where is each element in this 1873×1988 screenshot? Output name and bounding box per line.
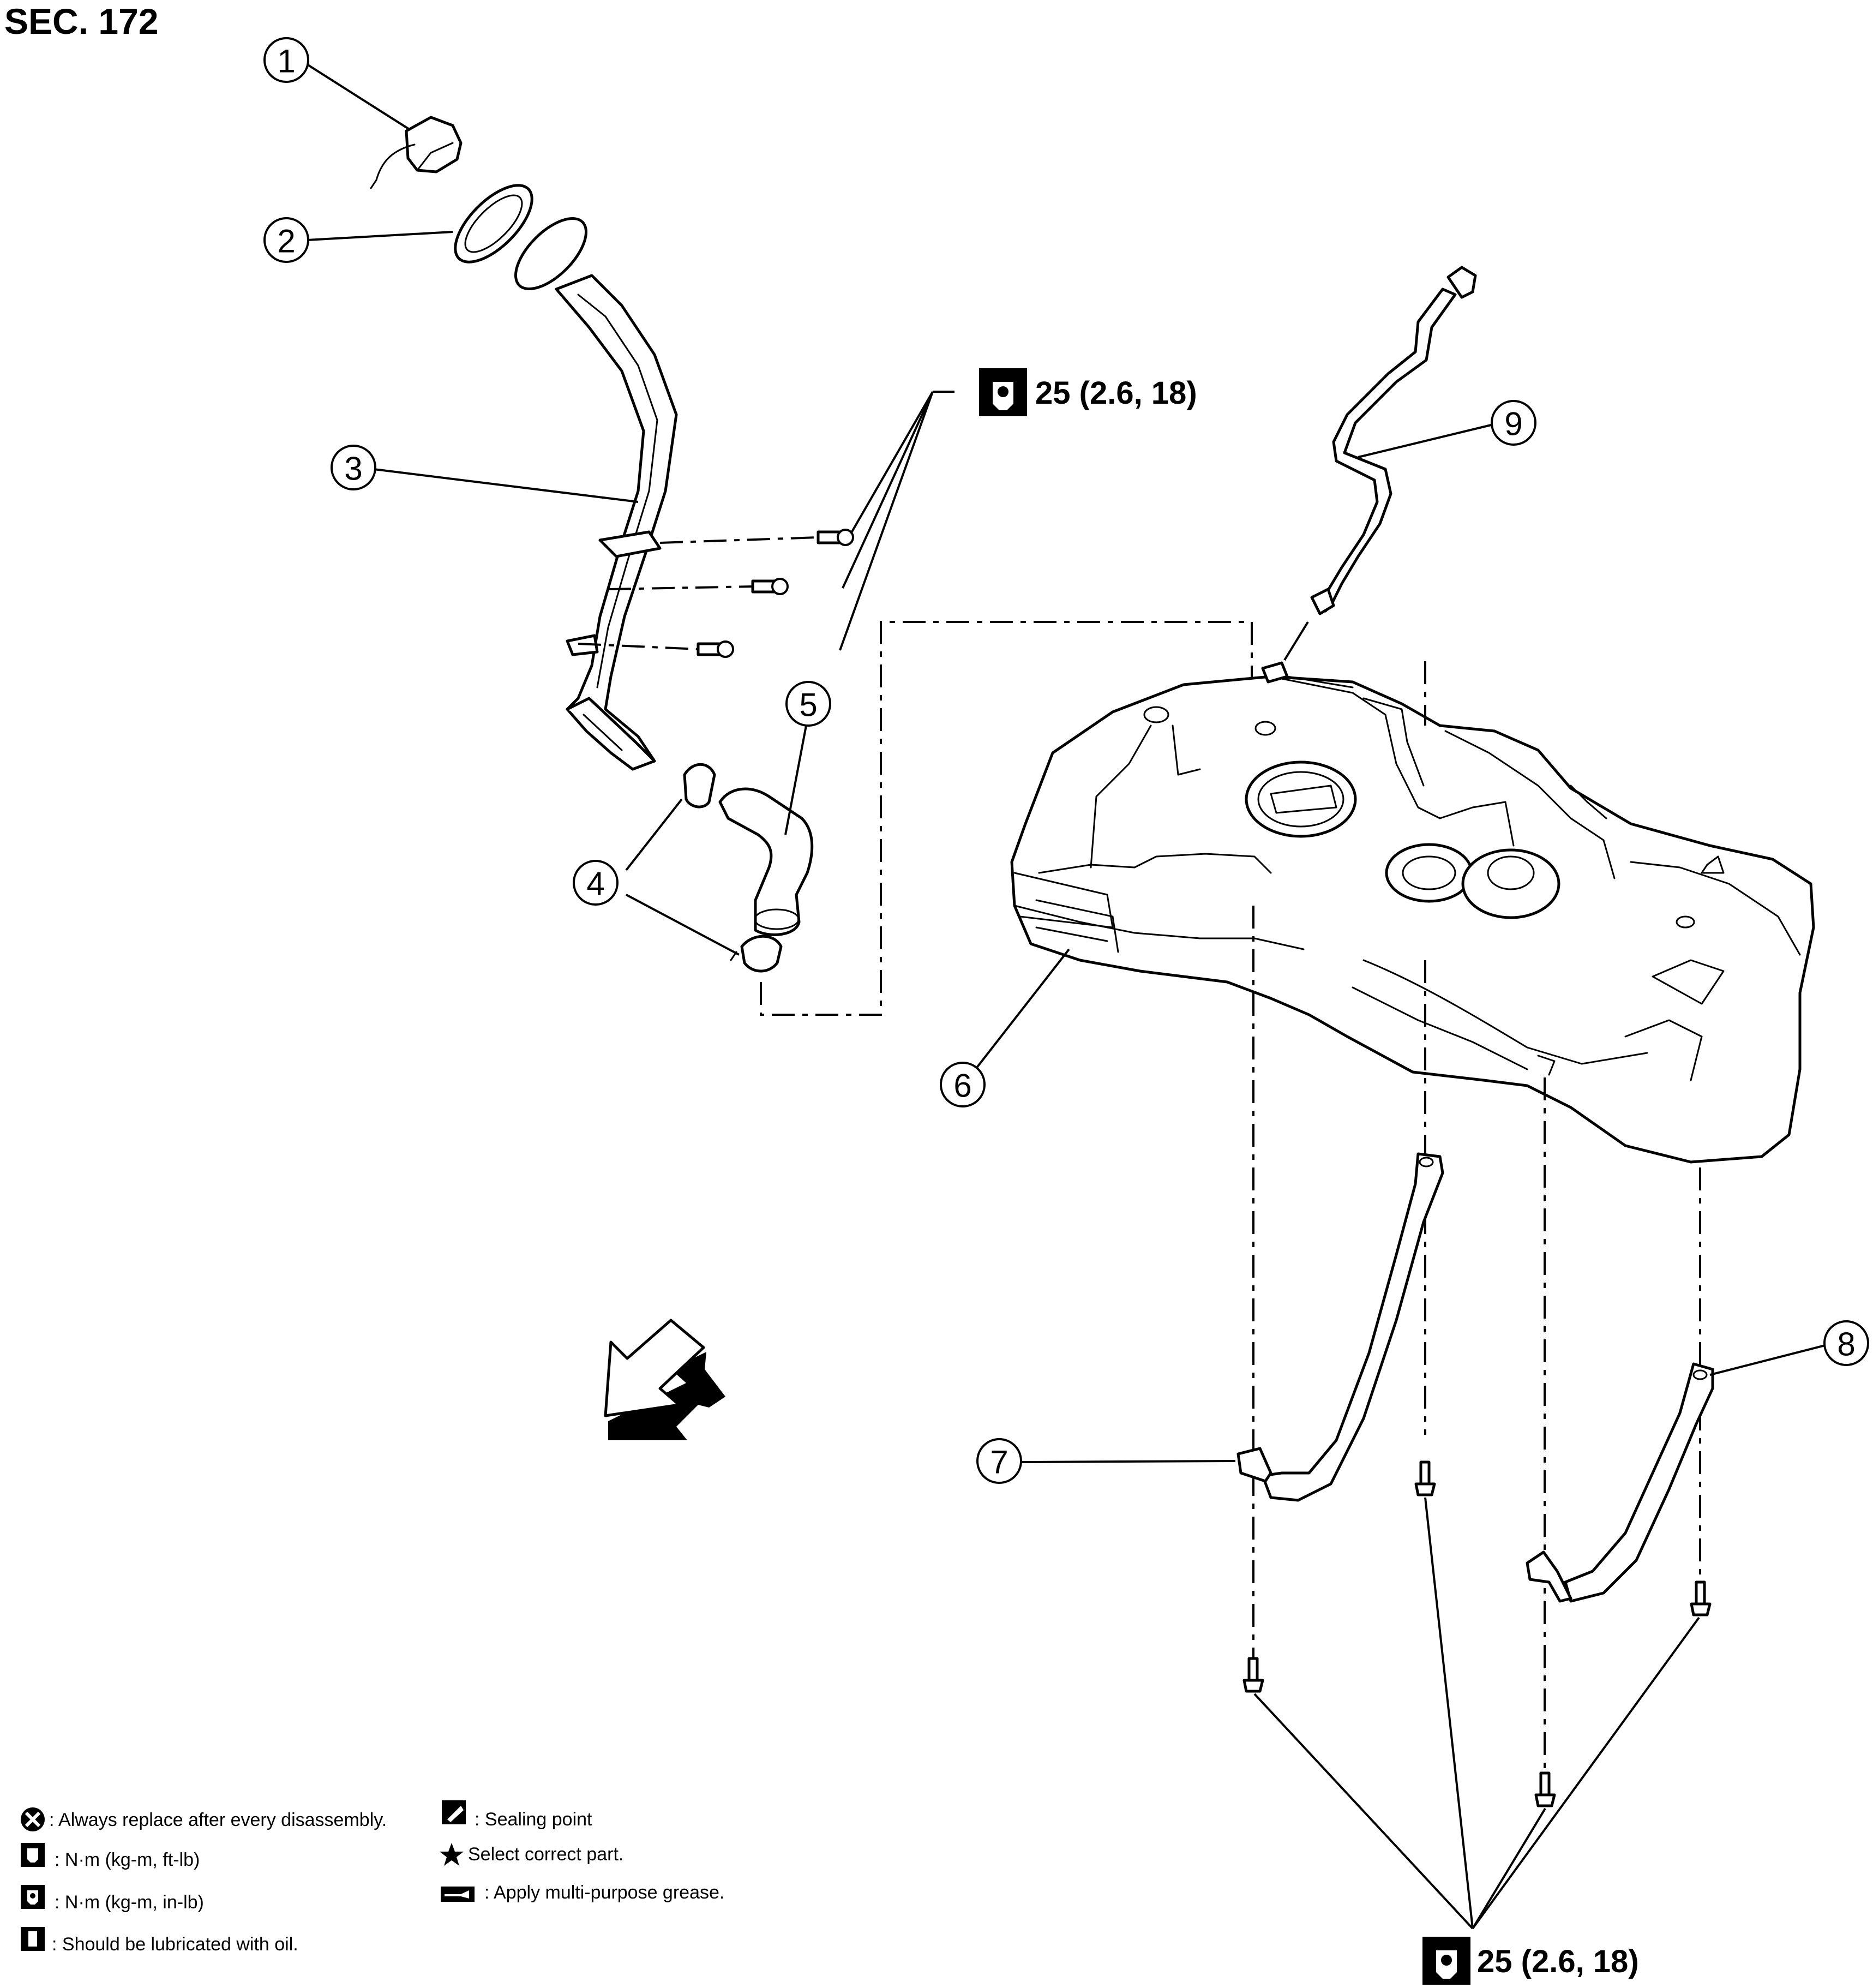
fuel-tank-part: [1010, 661, 1815, 1164]
hose-clamps-part: [683, 763, 783, 973]
legend-oil-text: : Should be lubricated with oil.: [52, 1934, 298, 1955]
oil-can-icon: [21, 1927, 45, 1951]
front-direction-arrow-icon: [604, 1319, 725, 1440]
callout-1: 1: [263, 37, 309, 83]
torque-spec-lower-text: 25 (2.6, 18): [1477, 1944, 1639, 1979]
star-icon: [440, 1843, 464, 1866]
legend-sealing-text: : Sealing point: [475, 1809, 592, 1830]
torque-spec-upper-text: 25 (2.6, 18): [1035, 375, 1197, 411]
svg-text:2: 2: [277, 223, 295, 260]
filler-tube-bolts: [697, 529, 854, 658]
callout-4: 4: [573, 860, 619, 906]
filler-hose-part: [718, 787, 814, 936]
svg-text:6: 6: [953, 1068, 971, 1104]
svg-text:4: 4: [586, 866, 604, 902]
callout-8: 8: [1823, 1320, 1869, 1366]
legend-grease-text: : Apply multi-purpose grease.: [484, 1882, 724, 1903]
svg-text:3: 3: [344, 451, 362, 487]
torque-ftlb-icon: [21, 1843, 45, 1867]
callout-2: 2: [263, 217, 309, 263]
svg-text:5: 5: [799, 687, 817, 723]
filler-gasket-part: [454, 184, 533, 264]
legend-replace-text: : Always replace after every disassembly…: [49, 1810, 387, 1830]
svg-text:7: 7: [990, 1444, 1008, 1481]
sealing-point-icon: [442, 1800, 466, 1824]
callout-5: 5: [785, 681, 831, 727]
mounting-band-right-part: [1526, 1362, 1714, 1603]
vent-tube-part: [1310, 266, 1477, 615]
legend-select-text: Select correct part.: [468, 1844, 623, 1865]
filler-cap-part: [370, 116, 463, 189]
torque-spec-upper: 25 (2.6, 18): [979, 368, 1197, 416]
callout-3: 3: [331, 445, 376, 490]
svg-text:1: 1: [277, 43, 295, 80]
torque-inlb-icon: [21, 1885, 45, 1909]
legend-torque-ftlb-text: : N·m (kg-m, ft-lb): [55, 1849, 200, 1870]
callout-9: 9: [1491, 400, 1536, 446]
band-bolts: [1242, 1460, 1712, 1807]
svg-text:8: 8: [1837, 1326, 1855, 1363]
svg-text:9: 9: [1504, 406, 1522, 442]
section-title: SEC. 172: [4, 1, 159, 41]
grease-icon: [441, 1887, 475, 1902]
callout-6: 6: [940, 1062, 986, 1107]
torque-spec-lower: 25 (2.6, 18): [1422, 1937, 1639, 1985]
replace-x-icon: [21, 1807, 45, 1831]
legend: : Always replace after every disassembly…: [21, 1800, 724, 1955]
legend-torque-inlb-text: : N·m (kg-m, in-lb): [55, 1892, 204, 1913]
filler-tube-part: [514, 217, 678, 771]
callout-7: 7: [976, 1438, 1022, 1484]
mounting-band-left-part: [1236, 1152, 1444, 1502]
